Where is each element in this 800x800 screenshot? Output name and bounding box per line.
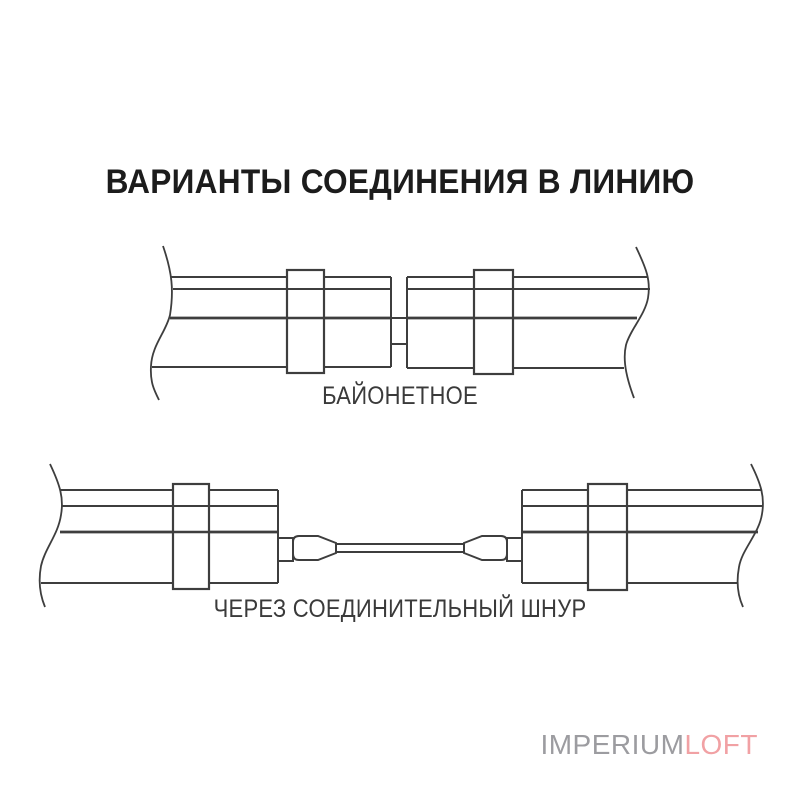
page-title: ВАРИАНТЫ СОЕДИНЕНИЯ В ЛИНИЮ [105, 163, 695, 201]
cord-plug-right [463, 535, 508, 561]
bayonet-tab [390, 317, 408, 345]
brand-watermark-loft: LOFT [684, 729, 758, 760]
socket-right [506, 537, 523, 562]
break-line-right [623, 246, 650, 399]
mounting-bracket-right [586, 482, 629, 592]
break-line-left [149, 245, 173, 401]
connector-cord [292, 535, 508, 561]
brand-watermark-imperium: IMPERIUM [540, 729, 685, 760]
brand-watermark: IMPERIUMLOFT [540, 729, 758, 761]
fixture-right [406, 276, 650, 369]
break-line-left [38, 463, 63, 608]
mounting-bracket-left [171, 482, 211, 591]
fixture-left [41, 489, 279, 584]
mounting-bracket-left [285, 268, 326, 375]
bayonet-diagram [149, 245, 650, 401]
cord-diagram-label: ЧЕРЕЗ СОЕДИНИТЕЛЬНЫЙ ШНУР [213, 595, 587, 623]
bayonet-diagram-label: БАЙОНЕТНОЕ [322, 382, 478, 410]
break-line-right [736, 463, 764, 608]
fixture-right [521, 489, 763, 584]
socket-left [277, 537, 294, 562]
fixture-left [152, 276, 392, 368]
mounting-bracket-right [472, 268, 515, 376]
cord-diagram [38, 463, 764, 608]
cord-plug-left [292, 535, 337, 561]
